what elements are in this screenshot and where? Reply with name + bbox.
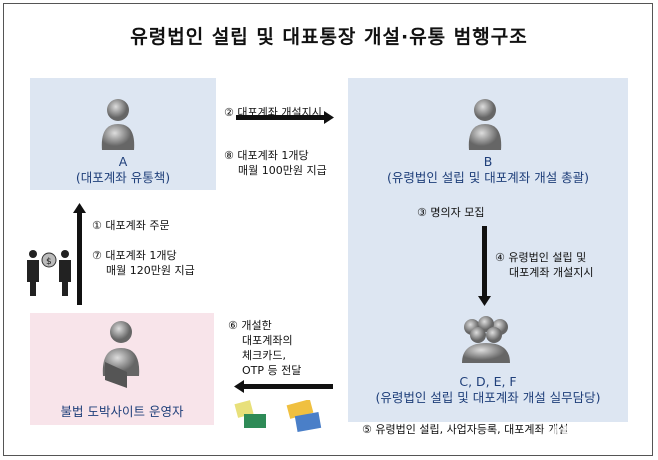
arrow-a-to-b [236,115,326,120]
node-cdef-name: C, D, E, F [459,374,517,389]
diagram-frame [3,3,653,456]
arrowhead-down-icon [478,296,491,306]
group-cdef-icon [462,316,510,363]
node-a-role: (대포계좌 유통책) [75,170,171,185]
arrowhead-up-icon [73,203,86,213]
arrowhead-left-icon [234,380,244,393]
newsis-watermark: NEWSIS [540,423,644,448]
arrow-cdef-to-operator [243,384,333,389]
check-card-icon [286,400,322,432]
step-2: ② 대포계좌 개설지시 [224,106,322,119]
node-cdef-role: (유령법인 설립 및 대포계좌 개설 실무담당) [375,390,601,405]
node-b-label: B (유령법인 설립 및 대포계좌 개설 총괄) [348,154,628,186]
node-a-name: A [118,154,128,169]
person-b-icon [468,99,502,150]
person-a-icon [101,99,135,150]
step-8: ⑧ 대포계좌 1개당 매월 100만원 지급 [224,149,327,177]
node-a-label: A (대포계좌 유통책) [30,154,216,186]
arrow-operator-to-a [77,212,82,305]
node-cdef-label: C, D, E, F (유령법인 설립 및 대포계좌 개설 실무담당) [348,374,628,406]
step-7: ⑦ 대포계좌 1개당 매월 120만원 지급 [92,249,195,277]
arrow-b-to-cdef [482,226,487,298]
otp-card-icon [234,400,266,428]
step-1: ① 대포계좌 주문 [92,219,170,232]
step-3: ③ 명의자 모집 [417,206,485,219]
node-b-name: B [483,154,493,169]
node-b-role: (유령법인 설립 및 대포계좌 개설 총괄) [386,170,590,185]
step-6: ⑥ 개설한 대포계좌의 체크카드, OTP 등 전달 [228,319,302,377]
arrowhead-right-icon [324,111,334,124]
money-exchange-icon: $ [27,250,71,296]
operator-label: 불법 도박사이트 운영자 [60,404,184,419]
operator-laptop-icon [102,321,140,388]
step-5: ⑤ 유령법인 설립, 사업자등록, 대포계좌 개설 [362,423,569,436]
step-4: ④ 유령법인 설립 및 대포계좌 개설지시 [495,251,594,279]
svg-text:$: $ [46,257,52,267]
diagram-title: 유령법인 설립 및 대표통장 개설·유통 범행구조 [130,26,528,48]
